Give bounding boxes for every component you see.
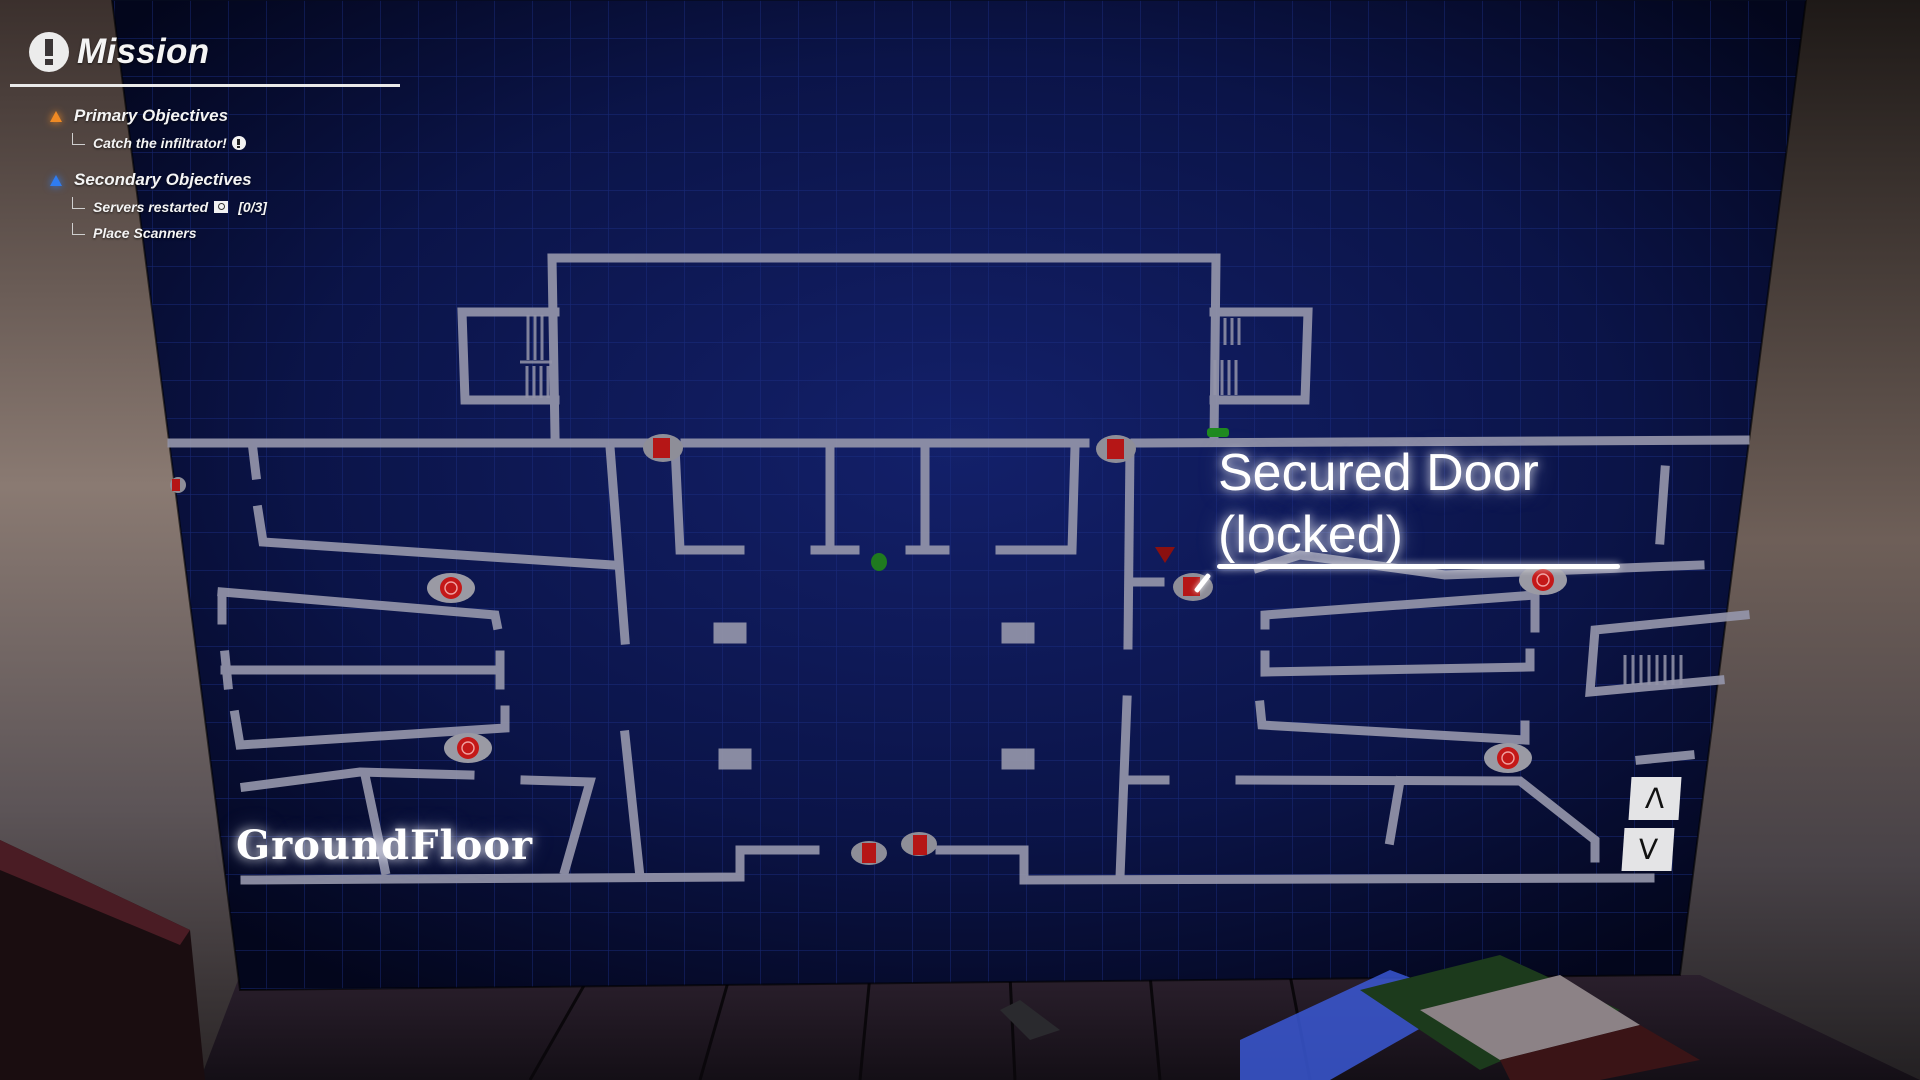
green-marker-icon	[1207, 428, 1229, 437]
secondary-objectives-label: Secondary Objectives	[74, 170, 252, 189]
target-icon	[1519, 565, 1567, 595]
tooltip-underline	[1217, 564, 1620, 569]
floor-down-button[interactable]: V	[1621, 828, 1675, 871]
door-icon	[643, 434, 683, 462]
tooltip-title: Secured Door	[1218, 444, 1539, 502]
primary-objectives-header: Primary Objectives	[50, 106, 228, 126]
stairs-left	[520, 315, 552, 398]
floor-name-label: GroundFloor	[236, 822, 534, 869]
objective-progress: [0/3]	[238, 199, 267, 215]
door-icon	[170, 477, 186, 493]
objective-servers-restarted: Servers restarted [0/3]	[72, 197, 267, 215]
map-walls	[167, 253, 1750, 885]
books	[1240, 955, 1700, 1080]
target-icon	[427, 573, 475, 603]
door-icon	[1096, 435, 1136, 463]
blue-triangle-icon	[50, 174, 62, 186]
drone-icon	[1000, 1000, 1060, 1040]
green-marker-icon	[871, 553, 887, 571]
door-icon	[851, 841, 887, 865]
alert-circle-icon	[231, 136, 246, 150]
orange-triangle-icon	[50, 110, 62, 122]
objective-label: Catch the infiltrator!	[93, 135, 227, 151]
scanner-markers	[427, 565, 1567, 773]
desk-left	[0, 840, 205, 1080]
objective-place-scanners: Place Scanners	[72, 223, 197, 241]
secondary-objectives-header: Secondary Objectives	[50, 170, 252, 190]
alert-circle-icon	[29, 32, 69, 72]
mission-title: Mission	[77, 32, 210, 71]
player-direction-icon	[1155, 547, 1175, 563]
primary-objectives-label: Primary Objectives	[74, 106, 229, 125]
floor-up-button[interactable]: Λ	[1628, 777, 1682, 820]
mission-panel: Mission Primary Objectives Catch the inf…	[0, 0, 420, 260]
objective-label: Servers restarted	[93, 199, 209, 215]
tree-branch-icon	[72, 223, 85, 235]
target-icon	[1484, 743, 1532, 773]
mission-divider	[10, 84, 400, 87]
target-icon	[444, 733, 492, 763]
tree-branch-icon	[72, 197, 85, 209]
objective-label: Place Scanners	[93, 225, 197, 241]
tree-branch-icon	[72, 133, 85, 145]
server-icon	[214, 201, 229, 213]
tooltip-status: (locked)	[1218, 506, 1403, 564]
door-icon	[901, 832, 937, 856]
room-wall-right	[1660, 0, 1920, 1080]
objective-catch-infiltrator: Catch the infiltrator!	[72, 133, 246, 151]
mission-header: Mission	[29, 32, 209, 72]
stairs-right	[1213, 318, 1683, 685]
secured-door-tooltip: Secured Door (locked)	[1218, 442, 1539, 566]
